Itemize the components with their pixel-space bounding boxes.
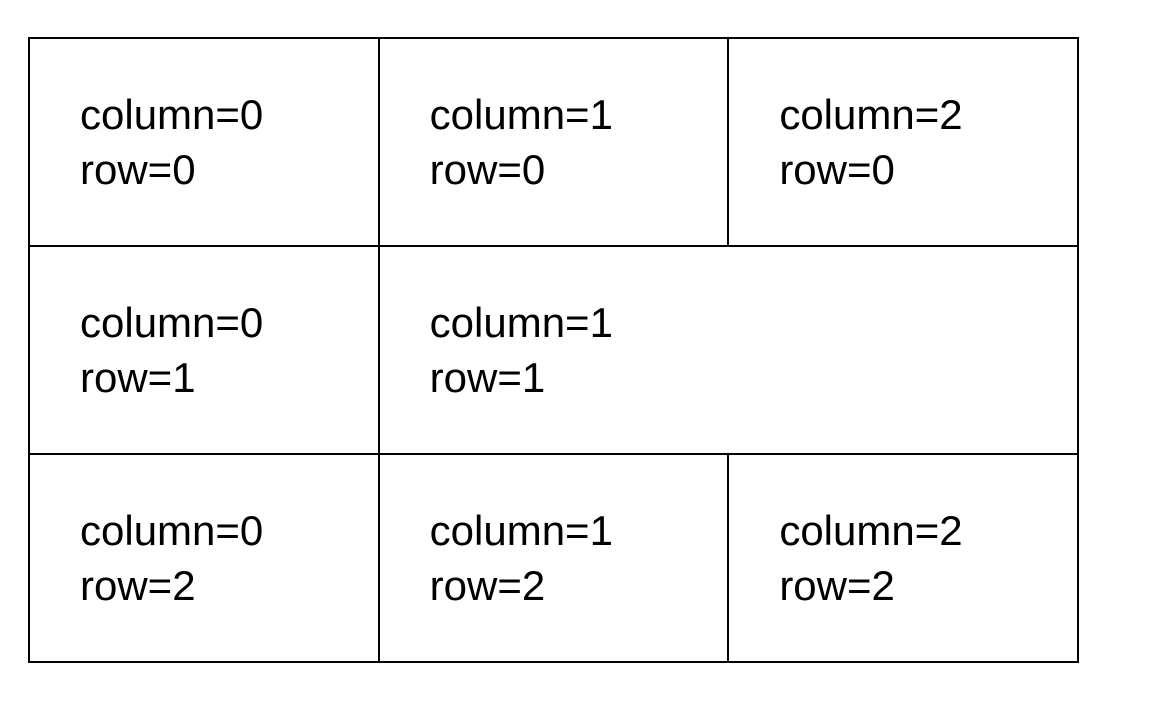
- cell-text-line: column=2: [779, 507, 963, 554]
- table-cell-r2c0[interactable]: column=0 row=2: [28, 453, 380, 663]
- cell-text-line: column=0: [80, 507, 264, 554]
- table-cell-r1c0[interactable]: column=0 row=1: [28, 245, 380, 455]
- table-row: column=0 row=2 column=1 row=2 column=2 r…: [28, 453, 1079, 663]
- table-cell-r0c0[interactable]: column=0 row=0: [28, 37, 380, 247]
- cell-text-line: row=0: [779, 146, 895, 193]
- cell-text-line: column=0: [80, 299, 264, 346]
- cell-text-line: row=2: [429, 562, 546, 609]
- cell-text-line: row=0: [429, 146, 546, 193]
- table-row: column=0 row=0 column=1 row=0 column=2 r…: [28, 37, 1079, 247]
- cell-text-line: row=1: [80, 354, 196, 401]
- cell-text-line: column=1: [429, 507, 613, 554]
- cell-text-line: column=1: [429, 91, 613, 138]
- grid-table: column=0 row=0 column=1 row=0 column=2 r…: [28, 37, 1080, 663]
- cell-text-line: row=2: [80, 562, 196, 609]
- table-row: column=0 row=1 column=1 row=1: [28, 245, 1080, 455]
- cell-text-line: row=0: [80, 146, 196, 193]
- cell-text-line: column=2: [779, 91, 963, 138]
- cell-text-line: column=0: [80, 91, 264, 138]
- cell-text-line: row=2: [779, 562, 895, 609]
- table-cell-r2c2[interactable]: column=2 row=2: [727, 453, 1079, 663]
- table-cell-r0c2[interactable]: column=2 row=0: [727, 37, 1079, 247]
- table-cell-r1c1-merged[interactable]: column=1 row=1: [377, 245, 1080, 455]
- cell-text-line: column=1: [429, 299, 613, 346]
- table-cell-r2c1[interactable]: column=1 row=2: [377, 453, 730, 663]
- cell-text-line: row=1: [429, 354, 546, 401]
- table-cell-r0c1[interactable]: column=1 row=0: [377, 37, 730, 247]
